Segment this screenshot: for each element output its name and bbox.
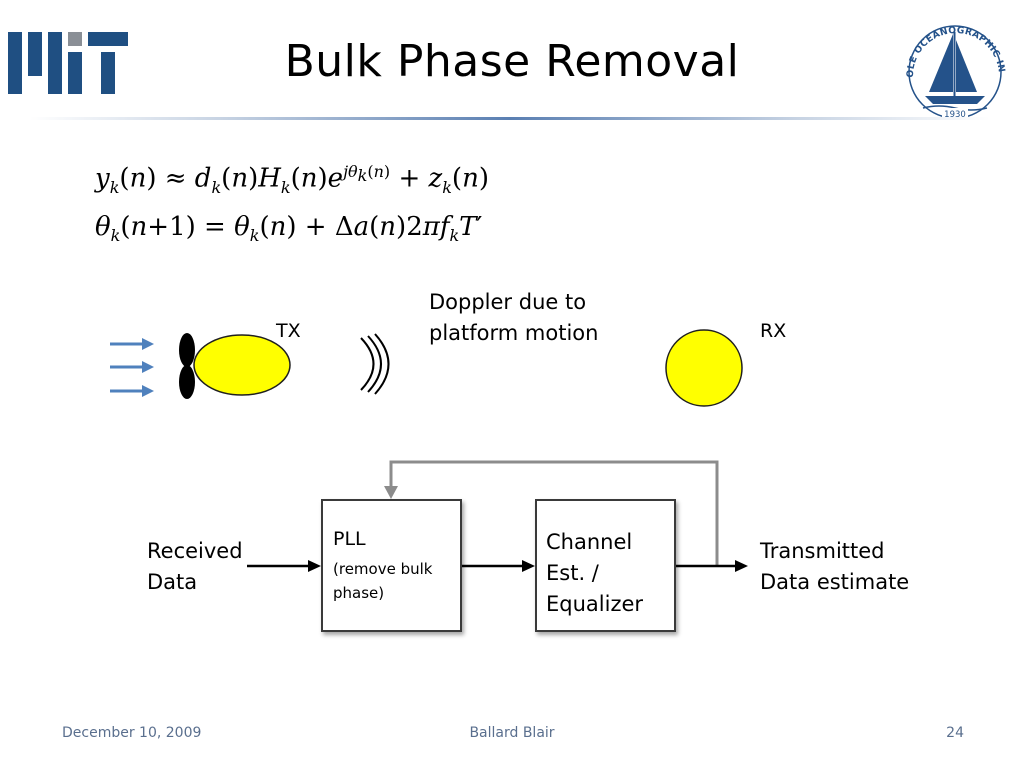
title-divider <box>30 117 990 120</box>
footer-author: Ballard Blair <box>469 725 555 741</box>
equalizer-block-line2: Est. / <box>546 561 599 585</box>
pll-block-title: PLL <box>333 528 366 550</box>
pll-to-equalizer-arrow <box>461 560 535 572</box>
equalizer-block-line1: Channel <box>546 530 633 554</box>
received-data-label-line1: Received <box>147 539 243 563</box>
footer-page-number: 24 <box>946 725 964 741</box>
received-data-label-line2: Data <box>147 570 198 594</box>
tx-label: TX <box>276 320 301 342</box>
doppler-label-line1: Doppler due to <box>429 290 587 314</box>
pll-block-subtitle-line2: phase) <box>333 584 385 602</box>
doppler-diagram <box>110 329 743 407</box>
equation-2: θk(n+1) = θk(n) + Δa(n)2πfkT′ <box>95 212 483 246</box>
incoming-arrows <box>110 338 154 397</box>
pll-block-subtitle-line1: (remove bulk <box>333 560 433 578</box>
tx-propeller-top <box>179 333 195 367</box>
output-arrow <box>674 560 748 572</box>
equation-1: yk(n) ≈ dk(n)Hk(n)ejθk(n) + zk(n) <box>95 162 489 197</box>
footer-date: December 10, 2009 <box>62 725 202 741</box>
doppler-label-line2: platform motion <box>429 321 599 345</box>
whoi-logo-year: 1930 <box>944 110 966 120</box>
equalizer-block: Channel Est. / Equalizer <box>535 499 676 632</box>
mit-logo <box>8 32 128 94</box>
rx-label: RX <box>760 320 787 342</box>
tx-propeller-bottom <box>179 365 195 399</box>
transmitted-data-label-line2: Data estimate <box>760 570 910 594</box>
input-arrow <box>247 560 321 572</box>
equalizer-block-line3: Equalizer <box>546 592 644 616</box>
feedback-loop <box>384 460 719 566</box>
pll-block: PLL (remove bulk phase) <box>321 499 462 632</box>
rx-receiver <box>665 329 743 407</box>
tx-transducer-body <box>193 334 291 396</box>
sound-wave-icon <box>360 333 390 395</box>
whoi-logo: WOODS HOLE OCEANOGRAPHIC INSTITUTION 193… <box>895 12 1007 120</box>
transmitted-data-label-line1: Transmitted <box>760 539 885 563</box>
page-title: Bulk Phase Removal <box>284 36 740 87</box>
